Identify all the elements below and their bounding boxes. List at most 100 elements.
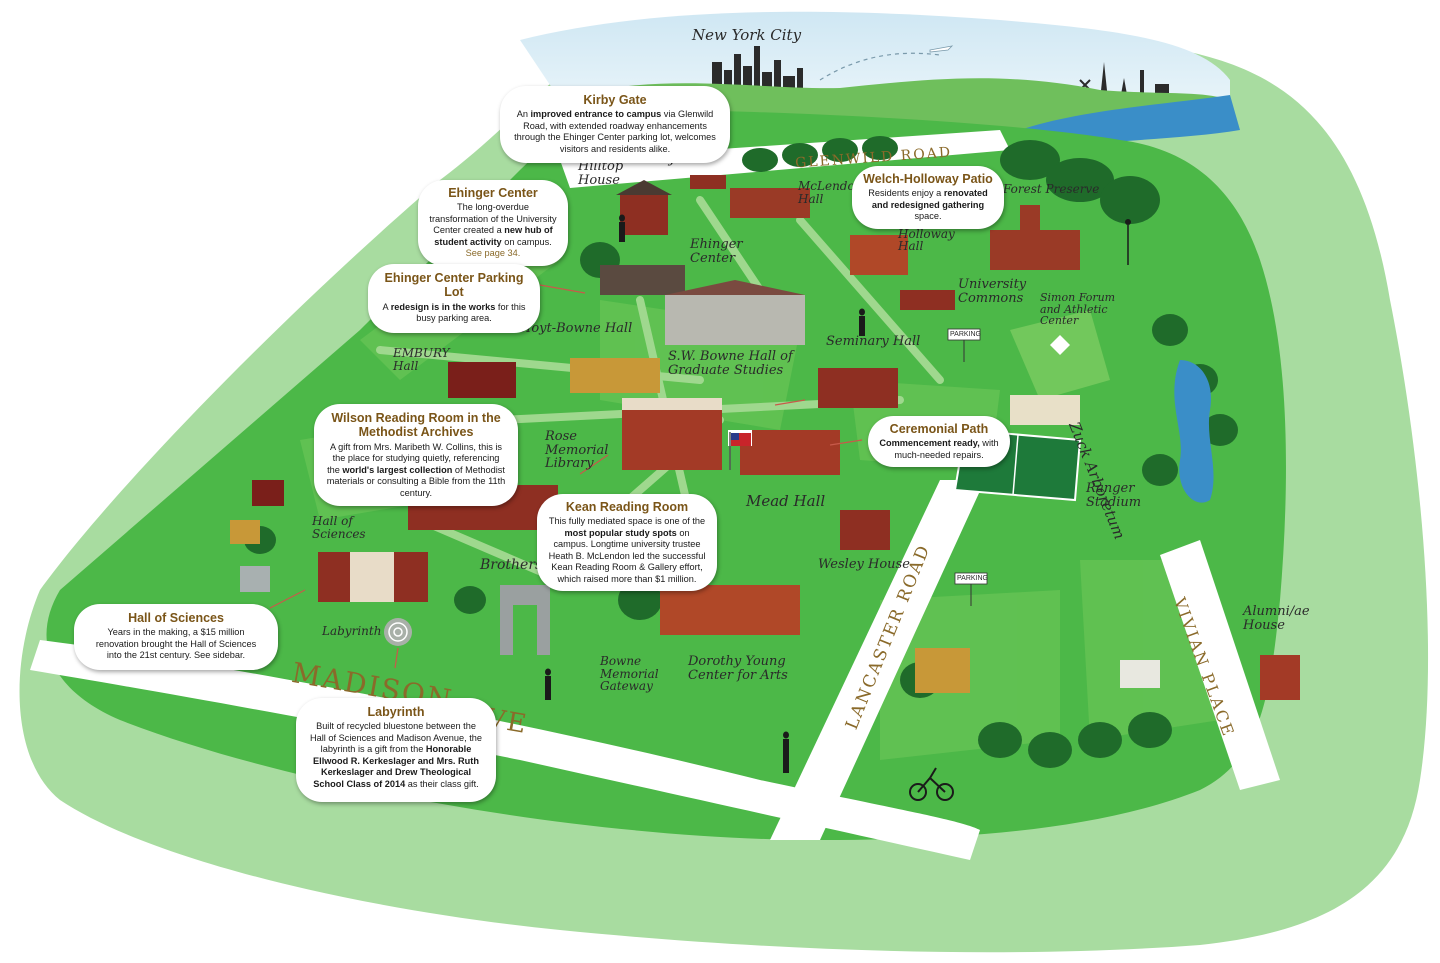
callout-body: Years in the making, a $15 million renov… bbox=[96, 627, 256, 660]
label-ehinger-center: Ehinger Center bbox=[690, 237, 743, 266]
baseball-field bbox=[1010, 310, 1110, 400]
label-labyrinth: Labyrinth bbox=[322, 624, 382, 638]
body-text: on campus. bbox=[501, 236, 552, 247]
label-hoyt-bowne-hall: Hoyt-Bowne Hall bbox=[520, 321, 633, 336]
small-houses-left bbox=[230, 480, 284, 592]
label-ranger-stadium: Ranger Stadium bbox=[1086, 481, 1142, 510]
kirby-gate-building bbox=[690, 175, 726, 189]
label-embury-hall: EMBURY Hall bbox=[393, 346, 450, 373]
callout-body: Commencement ready, with much-needed rep… bbox=[879, 438, 998, 460]
label-wesley-house: Wesley House bbox=[818, 557, 910, 572]
label-hall-of-sciences: Hall of Sciences bbox=[312, 514, 366, 541]
body-bold: improved entrance to campus bbox=[530, 109, 662, 120]
labyrinth-feature bbox=[384, 618, 412, 646]
label-parking-2: PARKING bbox=[957, 575, 988, 582]
body-text: on campus. Longtime university trustee H… bbox=[548, 527, 706, 584]
seminary-hall-building bbox=[818, 368, 898, 408]
body-bold: new hub of student activity bbox=[434, 225, 553, 247]
lancaster-house-building bbox=[915, 648, 970, 693]
callout-title: Ceremonial Path bbox=[889, 422, 989, 436]
body-text: space. bbox=[914, 211, 942, 222]
hilltop-house-building bbox=[616, 180, 672, 235]
body-bold: renovated and redesigned gathering bbox=[871, 188, 988, 210]
label-new-york-city: New York City bbox=[692, 26, 802, 44]
body-text: via Glenwild Road, with extended roadway… bbox=[514, 109, 716, 154]
callout-labyrinth: Labyrinth Built of recycled bluestone be… bbox=[296, 698, 496, 803]
mclendon-hall-building bbox=[730, 188, 810, 218]
callout-kirby-gate: Kirby Gate An improved entrance to campu… bbox=[500, 86, 730, 164]
buildings bbox=[230, 175, 1300, 700]
alumni-house-building bbox=[1260, 655, 1300, 700]
callout-title: Kirby Gate bbox=[583, 93, 647, 107]
label-hilltop-house: Hilltop House bbox=[578, 159, 624, 188]
callout-title: Hall of Sciences bbox=[128, 611, 224, 625]
callout-body: Built of recycled bluestone between the … bbox=[310, 721, 482, 789]
body-text: Years in the making, a $15 million renov… bbox=[95, 627, 257, 661]
label-university-commons: University Commons bbox=[958, 277, 1027, 306]
callout-body: A gift from Mrs. Maribeth W. Collins, th… bbox=[327, 442, 506, 498]
label-mclendon-hall: McLendon Hall bbox=[798, 179, 863, 206]
label-parking-1: PARKING bbox=[950, 331, 981, 338]
callout-body: Residents enjoy a renovated and redesign… bbox=[868, 188, 988, 221]
label-sw-bowne-hall: S.W. Bowne Hall of Graduate Studies bbox=[668, 349, 793, 378]
see-page-link[interactable]: See page 34. bbox=[465, 248, 521, 259]
us-flag bbox=[729, 432, 751, 470]
callout-title: Kean Reading Room bbox=[565, 500, 689, 514]
dorothy-young-building bbox=[660, 585, 800, 635]
parking-sign-1 bbox=[947, 328, 981, 362]
vivian-place bbox=[1160, 540, 1280, 790]
callout-welch-holloway: Welch-Holloway Patio Residents enjoy a r… bbox=[852, 166, 1004, 229]
wesley-house-building bbox=[840, 510, 890, 550]
body-text: Built of recycled bluestone between the … bbox=[310, 721, 482, 755]
label-seminary-hall: Seminary Hall bbox=[826, 334, 921, 349]
callout-title: Welch-Holloway Patio bbox=[863, 172, 993, 186]
label-rose-memorial-library: Rose Memorial Library bbox=[545, 429, 609, 472]
body-text: The long-overdue transformation of the U… bbox=[429, 202, 557, 236]
lancaster-road bbox=[770, 480, 985, 840]
body-bold: most popular study spots bbox=[564, 527, 677, 538]
airplane-icon bbox=[929, 45, 954, 53]
body-bold: world's largest collection bbox=[342, 464, 453, 475]
people-silhouettes bbox=[545, 214, 865, 773]
body-text: with much-needed repairs. bbox=[894, 438, 999, 460]
body-bold: redesign is in the works bbox=[390, 301, 496, 312]
callout-title: Ehinger Center bbox=[448, 186, 538, 200]
ehinger-center-building bbox=[600, 265, 685, 295]
callout-body: This fully mediated space is one of the … bbox=[549, 516, 706, 584]
hall-of-sciences-building bbox=[318, 552, 428, 602]
parking-sign-2 bbox=[954, 572, 988, 606]
callout-body: An improved entrance to campus via Glenw… bbox=[514, 109, 716, 154]
embury-hall-building bbox=[448, 362, 516, 398]
body-text: A gift from Mrs. Maribeth W. Collins, th… bbox=[327, 441, 503, 475]
body-text: This fully mediated space is one of the bbox=[548, 516, 706, 527]
body-bold: Honorable Ellwood R. Kerkeslager and Mrs… bbox=[313, 744, 479, 789]
label-dorothy-young-center: Dorothy Young Center for Arts bbox=[688, 654, 788, 683]
label-simon-forum: Simon Forum and Athletic Center bbox=[1040, 291, 1116, 328]
body-text: of Methodist materials or consulting a B… bbox=[326, 464, 506, 498]
vivian-house-building bbox=[1120, 660, 1160, 688]
callout-pointers bbox=[269, 284, 863, 669]
forest-preserve-building bbox=[990, 205, 1080, 270]
label-mead-hall: Mead Hall bbox=[746, 492, 826, 510]
sw-bowne-hall-building bbox=[665, 280, 805, 345]
label-bowne-memorial-gateway: Bowne Memorial Gateway bbox=[600, 654, 659, 694]
callout-kean-reading-room: Kean Reading Room This fully mediated sp… bbox=[537, 494, 717, 592]
callout-body: The long-overdue transformation of the U… bbox=[429, 202, 556, 258]
university-commons-building bbox=[900, 290, 955, 310]
hoyt-bowne-building bbox=[570, 358, 660, 393]
body-text: An bbox=[516, 109, 531, 120]
body-text: for this busy parking area. bbox=[416, 301, 526, 324]
bowne-gateway-structure bbox=[500, 585, 550, 655]
flight-path bbox=[819, 52, 941, 81]
body-text: as their class gift. bbox=[405, 778, 479, 789]
arboretum-pond bbox=[1174, 360, 1214, 503]
callout-title: Labyrinth bbox=[367, 705, 425, 719]
madison-avenue bbox=[30, 640, 980, 860]
callout-title: Wilson Reading Room in the Methodist Arc… bbox=[331, 411, 501, 440]
callout-title: Ehinger Center Parking Lot bbox=[384, 271, 524, 300]
label-forest-preserve: Forest Preserve bbox=[1003, 182, 1100, 196]
callout-ceremonial-path: Ceremonial Path Commencement ready, with… bbox=[868, 416, 1010, 468]
rose-library-building bbox=[622, 398, 722, 470]
callout-hall-of-sciences: Hall of Sciences Years in the making, a … bbox=[74, 604, 278, 670]
body-bold: Commencement ready, bbox=[879, 438, 980, 449]
